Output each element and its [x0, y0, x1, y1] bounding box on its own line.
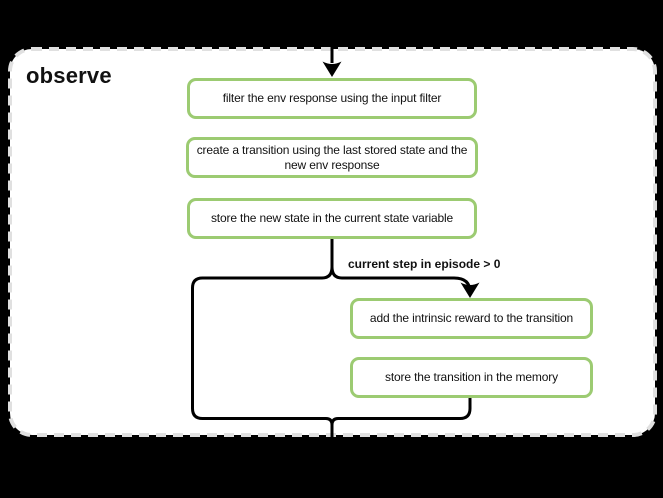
- merge-line-from-memory: [330, 397, 472, 442]
- flow-node-filter-env-response: filter the env response using the input …: [187, 78, 477, 119]
- diagram-title: observe: [26, 63, 112, 88]
- arrow-into-diagram: [322, 30, 342, 77]
- branch-right-condition-arrow: [330, 266, 480, 298]
- condition-label: current step in episode > 0: [348, 257, 501, 271]
- branch-left-bypass: [191, 266, 334, 442]
- flow-node-add-intrinsic-reward: add the intrinsic reward to the transiti…: [350, 298, 593, 339]
- flow-node-create-transition: create a transition using the last store…: [186, 137, 478, 178]
- flow-node-store-transition-memory: store the transition in the memory: [350, 357, 593, 398]
- flow-node-store-new-state: store the new state in the current state…: [187, 198, 477, 239]
